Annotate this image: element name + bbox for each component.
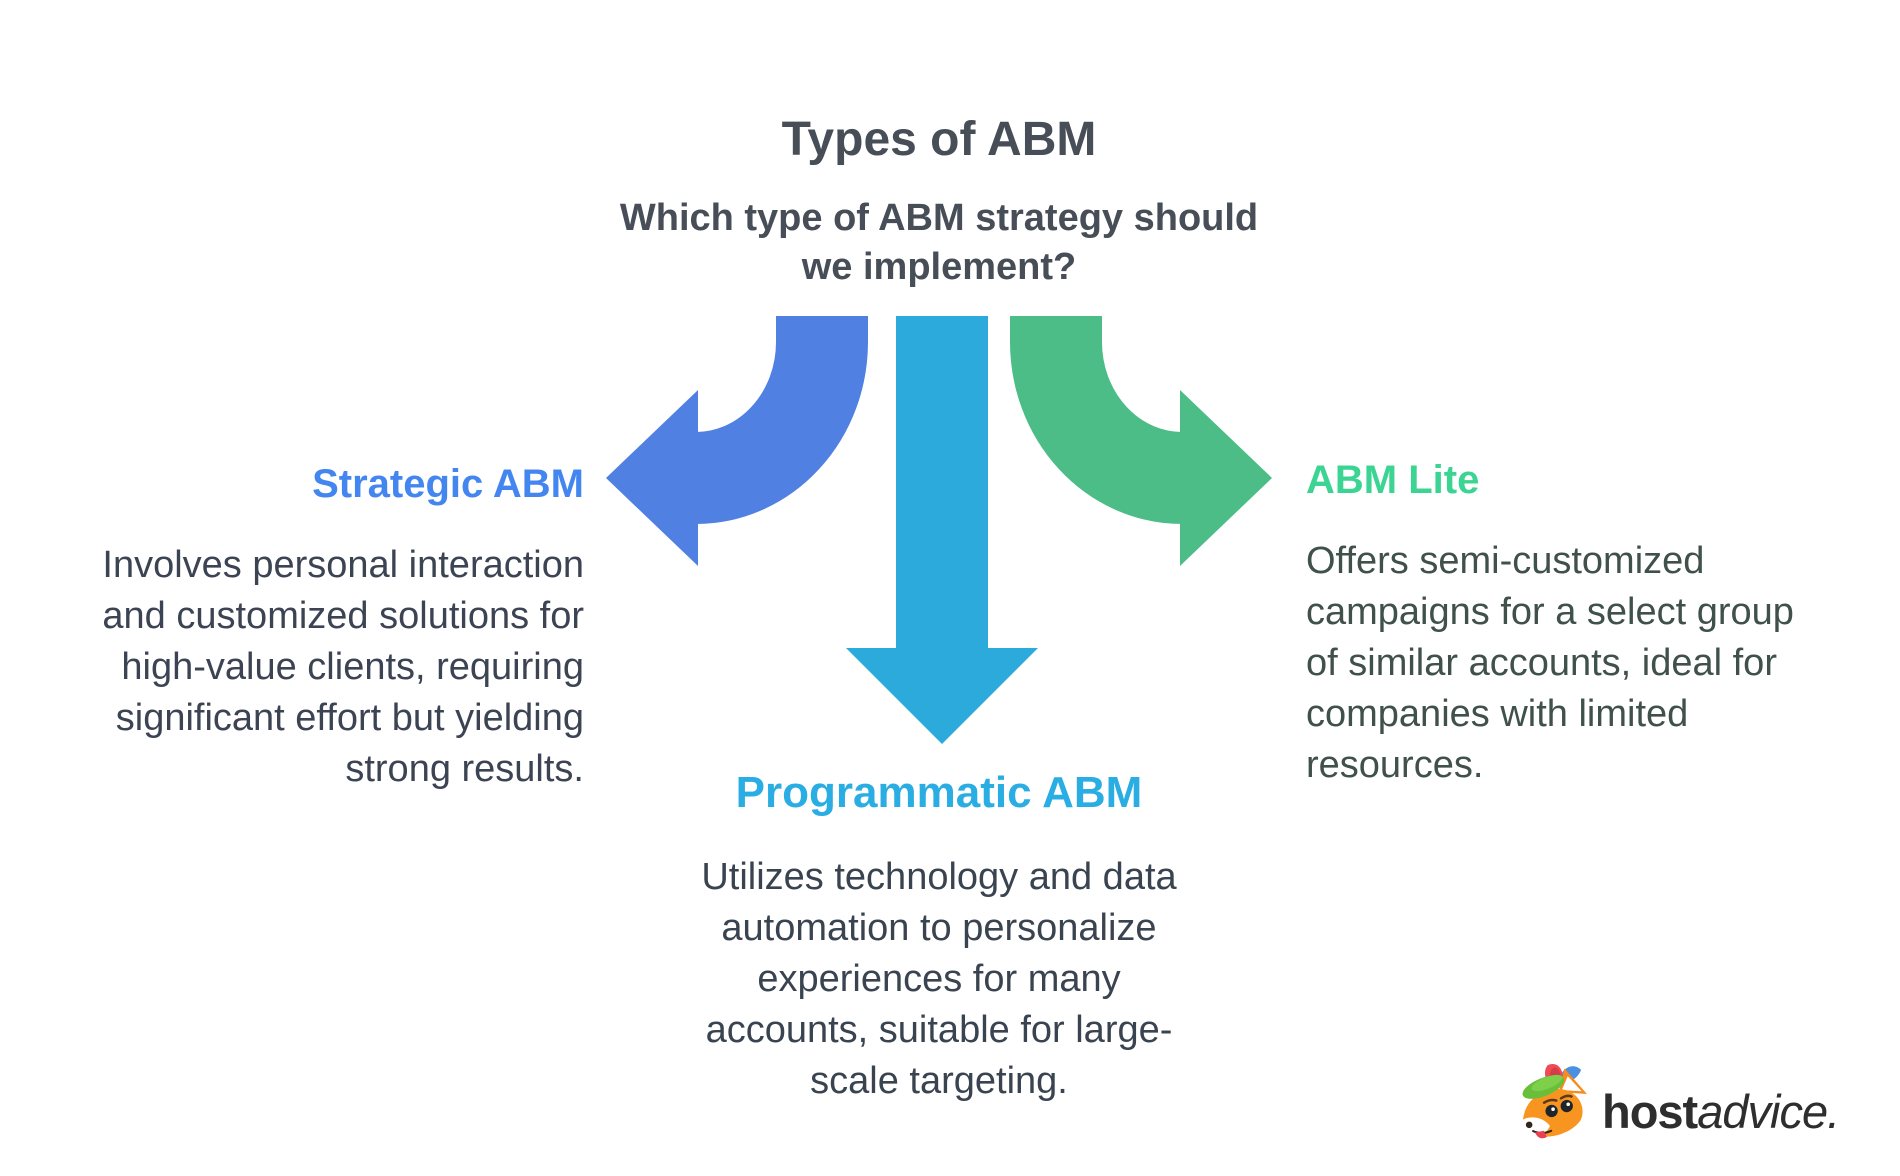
page-subtitle: Which type of ABM strategy should we imp… [619, 197, 1259, 288]
branch-description-strategic-abm: Involves personal interaction and custom… [102, 544, 584, 790]
curved-arrow-left-icon [606, 316, 868, 566]
logo-text-advice: advice. [1697, 1085, 1840, 1138]
curved-arrow-right-icon [1010, 316, 1272, 566]
branch-label-programmatic-abm: Programmatic ABM [735, 768, 1143, 817]
branch-description-programmatic-abm: Utilizes technology and data automation … [701, 856, 1177, 1102]
page-title: Types of ABM [781, 113, 1097, 166]
fox-mascot-icon [1519, 1064, 1587, 1139]
logo-text-host: host [1602, 1085, 1698, 1138]
branch-label-strategic-abm: Strategic ABM [312, 462, 584, 506]
hostadvice-logo: hostadvice. [1512, 1058, 1884, 1150]
branch-label-abm-lite: ABM Lite [1306, 458, 1480, 502]
logo-wordmark: hostadvice. [1602, 1084, 1840, 1139]
branch-description-abm-lite: Offers semi-customized campaigns for a s… [1306, 540, 1794, 786]
straight-arrow-down-icon [846, 316, 1038, 744]
